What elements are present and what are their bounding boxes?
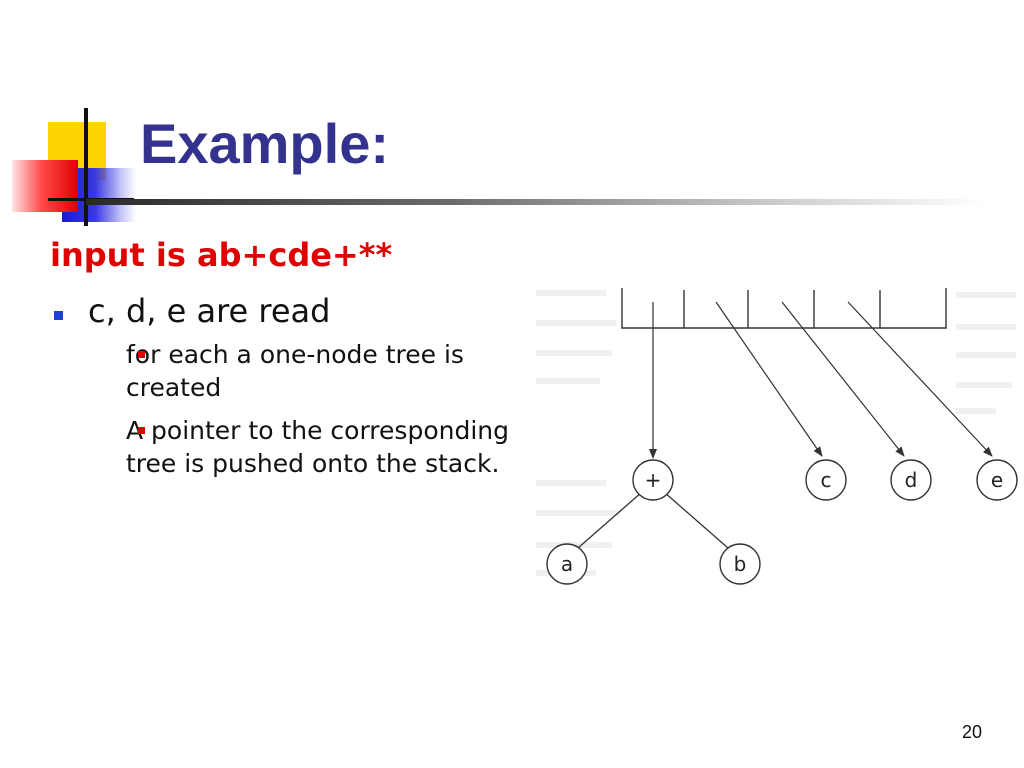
bullet-text: c, d, e are read [88, 292, 331, 330]
expression-tree-diagram: + c d e a b [536, 288, 1018, 585]
node-circle [805, 459, 847, 501]
slide-subtitle: input is ab+cde+** [50, 236, 393, 274]
sub-bullet-item: A pointer to the corresponding tree is p… [88, 414, 520, 480]
background-texture [536, 290, 1016, 576]
node-label-c: c [821, 468, 832, 492]
bullet-item: c, d, e are read for each a one-node tre… [50, 292, 520, 480]
node-label-e: e [991, 468, 1003, 492]
node-label-plus: + [645, 468, 662, 492]
node-circle [976, 459, 1018, 501]
node-circle [546, 543, 588, 585]
page-number: 20 [962, 722, 983, 742]
node-circle [890, 459, 932, 501]
tree-nodes [546, 459, 1018, 585]
sub-bullet-list: for each a one-node tree is created A po… [88, 338, 520, 480]
node-labels: + c d e a b [561, 468, 1003, 576]
sub-bullet-marker [138, 351, 145, 359]
slide-title: Example: [140, 112, 389, 175]
pointer-to-e [847, 301, 993, 457]
bullet-marker [54, 311, 63, 320]
sub-bullet-text: for each a one-node tree is created [126, 340, 464, 403]
stack-array [621, 288, 947, 329]
title-underline [86, 199, 986, 205]
stack-pointers [649, 301, 993, 459]
logo-red-square [12, 160, 78, 212]
sub-bullet-item: for each a one-node tree is created [88, 338, 520, 404]
node-label-a: a [561, 552, 573, 576]
bullet-list: c, d, e are read for each a one-node tre… [50, 292, 520, 490]
logo-vertical-line [84, 108, 88, 226]
decorative-logo [0, 0, 140, 230]
sub-bullet-text: A pointer to the corresponding tree is p… [126, 416, 509, 479]
node-label-b: b [734, 552, 747, 576]
pointer-to-d [781, 301, 905, 457]
tree-edges [577, 491, 729, 549]
node-circle [632, 459, 674, 501]
pointer-to-c [715, 301, 823, 457]
sub-bullet-marker [138, 427, 145, 435]
node-label-d: d [905, 468, 918, 492]
node-circle [719, 543, 761, 585]
